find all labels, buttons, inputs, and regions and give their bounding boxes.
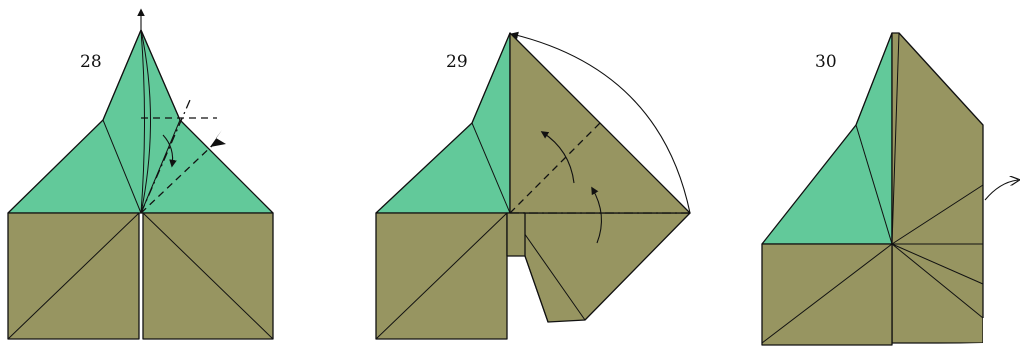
- notch-mask: [893, 318, 1026, 345]
- radiating-crease: [891, 32, 900, 245]
- diagonal-crease: [761, 243, 893, 344]
- crease-line: [102, 119, 142, 214]
- diagonal-crease: [142, 212, 274, 340]
- radiating-crease: [891, 184, 984, 245]
- green-left-flap: [375, 32, 511, 214]
- step-28: 28: [7, 8, 274, 340]
- swing-arrow: [510, 31, 691, 214]
- step-29: 29: [375, 31, 691, 340]
- crease-line: [140, 119, 181, 214]
- fold-arrow: [162, 134, 177, 168]
- olive-right-flap: [891, 32, 984, 344]
- mountain-fold-line: [140, 99, 191, 214]
- olive-lower-flap: [509, 212, 691, 323]
- pull-arrow: [984, 180, 1018, 201]
- push-arrow-icon: [210, 130, 226, 147]
- diagonal-crease: [7, 212, 140, 340]
- diagonal-crease: [375, 212, 508, 340]
- olive-tab: [506, 212, 526, 257]
- crease-line: [102, 29, 142, 121]
- valley-fold-line: [509, 122, 601, 214]
- fold-arrow: [540, 131, 575, 184]
- step-number-29: 29: [446, 52, 468, 72]
- crease-line: [471, 32, 511, 124]
- flap-edge: [140, 29, 151, 214]
- fold-arrow: [591, 186, 603, 244]
- radiating-crease: [891, 243, 984, 285]
- crease-line: [471, 122, 511, 214]
- radiating-crease: [891, 243, 984, 319]
- crease-line: [140, 29, 181, 121]
- crease-line: [855, 32, 893, 126]
- green-upper-flap: [7, 29, 274, 214]
- crease-line: [855, 124, 893, 245]
- flap-edge: [140, 29, 145, 214]
- valley-fold-line: [140, 142, 216, 214]
- step-number-30: 30: [815, 52, 837, 72]
- step-number-28: 28: [80, 52, 102, 72]
- step-30: 30: [761, 32, 1026, 346]
